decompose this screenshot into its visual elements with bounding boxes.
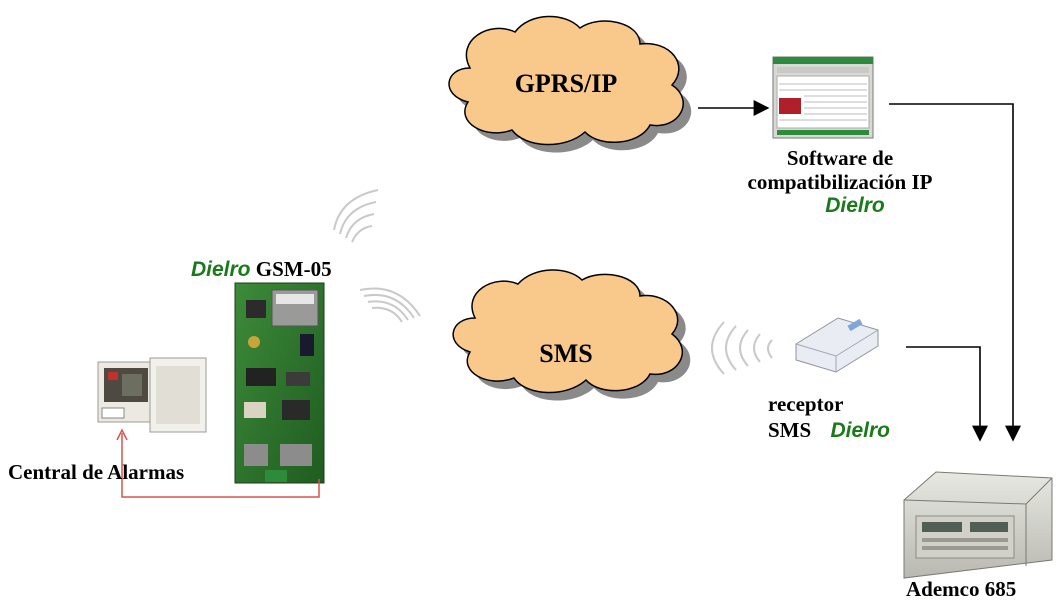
receptor-label: receptor SMS Dielro <box>768 392 890 443</box>
radio-waves-receptor-icon <box>711 321 773 375</box>
gprs-cloud: GPRS/IP <box>448 15 692 153</box>
gsm-board-icon <box>234 282 325 484</box>
software-label-line1: Software de <box>786 146 894 170</box>
ademco-label: Ademco 685 <box>906 577 1017 601</box>
receptor-to-ademco-line <box>906 346 988 442</box>
radio-waves-icon <box>333 189 421 323</box>
software-screenshot-icon <box>772 56 874 139</box>
ademco-receiver-icon <box>903 471 1053 579</box>
receptor-label-line1: receptor <box>768 392 844 416</box>
receptor-brand: Dielro <box>830 419 890 442</box>
return-line <box>121 433 320 498</box>
receptor-label-line2: SMS Dielro <box>768 418 890 443</box>
sms-cloud-label: SMS <box>539 339 592 368</box>
gprs-cloud-label: GPRS/IP <box>515 69 618 98</box>
return-arrow-icon <box>116 428 128 441</box>
sms-receptor-icon <box>795 317 879 373</box>
sms-cloud: SMS <box>452 269 691 401</box>
software-brand: Dielro <box>825 194 885 217</box>
gsm-model: GSM-05 <box>255 257 332 281</box>
software-to-ademco-line <box>889 103 1021 442</box>
receptor-sms: SMS <box>768 418 812 442</box>
gsm-brand: Dielro <box>191 258 251 281</box>
software-label: Software de compatibilización IP Dielro <box>730 146 950 218</box>
gsm-module-label: Dielro GSM-05 <box>191 257 332 282</box>
software-label-line2: compatibilización IP <box>747 170 933 194</box>
central-label: Central de Alarmas <box>8 460 185 484</box>
alarm-panel-icon <box>97 357 207 433</box>
